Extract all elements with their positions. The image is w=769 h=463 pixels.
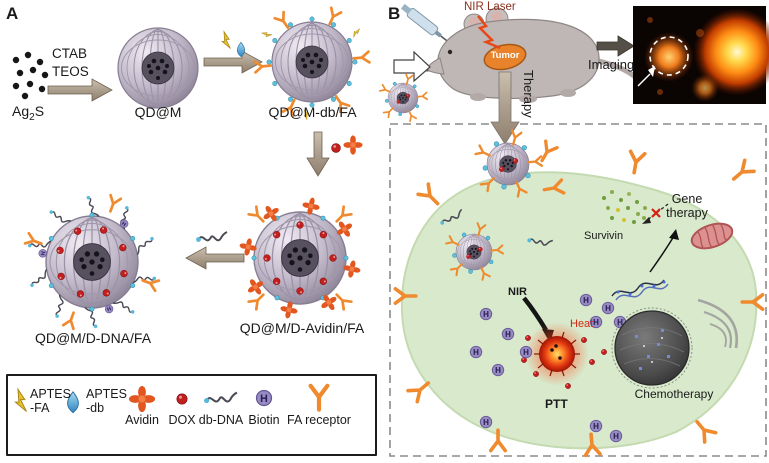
- arrow-dox-avidin: [306, 131, 330, 177]
- survivin-dots: [602, 190, 647, 224]
- heat-sphere: [525, 322, 589, 386]
- survivin-label: Survivin: [584, 230, 624, 242]
- nir-beam-icon: [477, 15, 501, 50]
- reagent-ctab: CTAB: [52, 46, 88, 61]
- ag2s-end: S: [34, 103, 45, 119]
- panel-a-label: A: [6, 4, 19, 23]
- legend-label-db-dna: db-DNA: [198, 413, 244, 427]
- mitochondria: [690, 222, 734, 250]
- ag2s-label: Ag2S: [12, 103, 44, 123]
- legend-box: [6, 374, 377, 456]
- legend-label-biotin: Biotin: [248, 413, 280, 427]
- qdm-db-fa-label: QD@M-db/FA: [268, 104, 357, 120]
- laser-device-icon: [400, 3, 452, 45]
- therapy-label: Therapy: [520, 70, 536, 118]
- reagent-teos: TEOS: [52, 64, 89, 79]
- qdm-d-dna-fa-label: QD@M/D-DNA/FA: [34, 330, 152, 346]
- arrow-aptes: [203, 50, 263, 74]
- fluorescence-image: [633, 6, 769, 104]
- qdm-d-avidin-fa-label: QD@M/D-Avidin/FA: [239, 320, 365, 336]
- qdm-sphere: [117, 27, 199, 109]
- imaging-label: Imaging: [588, 57, 635, 72]
- avidin-icon: [343, 135, 363, 155]
- nucleus: [611, 307, 693, 389]
- tumor-ellipse: [483, 43, 527, 71]
- inhibit-arrow: [642, 203, 669, 224]
- aptes-fa-icon: [221, 31, 231, 49]
- legend-label-avidin: Avidin: [125, 413, 159, 427]
- gene-dna: [611, 229, 679, 301]
- arrow-ctab-teos: [47, 78, 113, 102]
- imaging-arrow-icon: [596, 35, 635, 57]
- db-dna-icon: [195, 231, 228, 243]
- gene-therapy-label: Gene therapy: [666, 192, 708, 221]
- mouse: [425, 7, 651, 103]
- ag2s-subscript: 2: [29, 111, 35, 123]
- tumor-label: Tumor: [490, 50, 520, 61]
- qdm-d-avidin-fa-sphere: [237, 195, 363, 321]
- legend-label-aptes-fa: APTES -FA: [30, 387, 71, 416]
- ptt-label: PTT: [545, 397, 568, 411]
- chemotherapy-label: Chemotherapy: [634, 387, 714, 401]
- nir-label: NIR: [508, 286, 527, 298]
- tumor-roi-circle: [649, 36, 689, 76]
- nir-laser-label: NIR Laser: [464, 1, 516, 13]
- qdm-d-dna-fa-sphere: [23, 193, 161, 331]
- panel-b-label: B: [388, 4, 401, 23]
- qdm-label: QD@M: [134, 104, 182, 120]
- injection-arrow-icon: [393, 50, 431, 83]
- injected-nanoparticle: [380, 74, 427, 121]
- heat-label: Heat: [570, 318, 594, 330]
- arrow-db-dna: [185, 246, 245, 270]
- er-arcs: [697, 298, 739, 349]
- dox-icon: [330, 142, 342, 154]
- ag2s-base: Ag: [12, 103, 30, 119]
- legend-label-dox: DOX: [168, 413, 196, 427]
- legend-label-aptes-db: APTES -db: [86, 387, 127, 416]
- legend-label-fa-receptor: FA receptor: [287, 413, 351, 427]
- ag2s-dots: [12, 51, 49, 100]
